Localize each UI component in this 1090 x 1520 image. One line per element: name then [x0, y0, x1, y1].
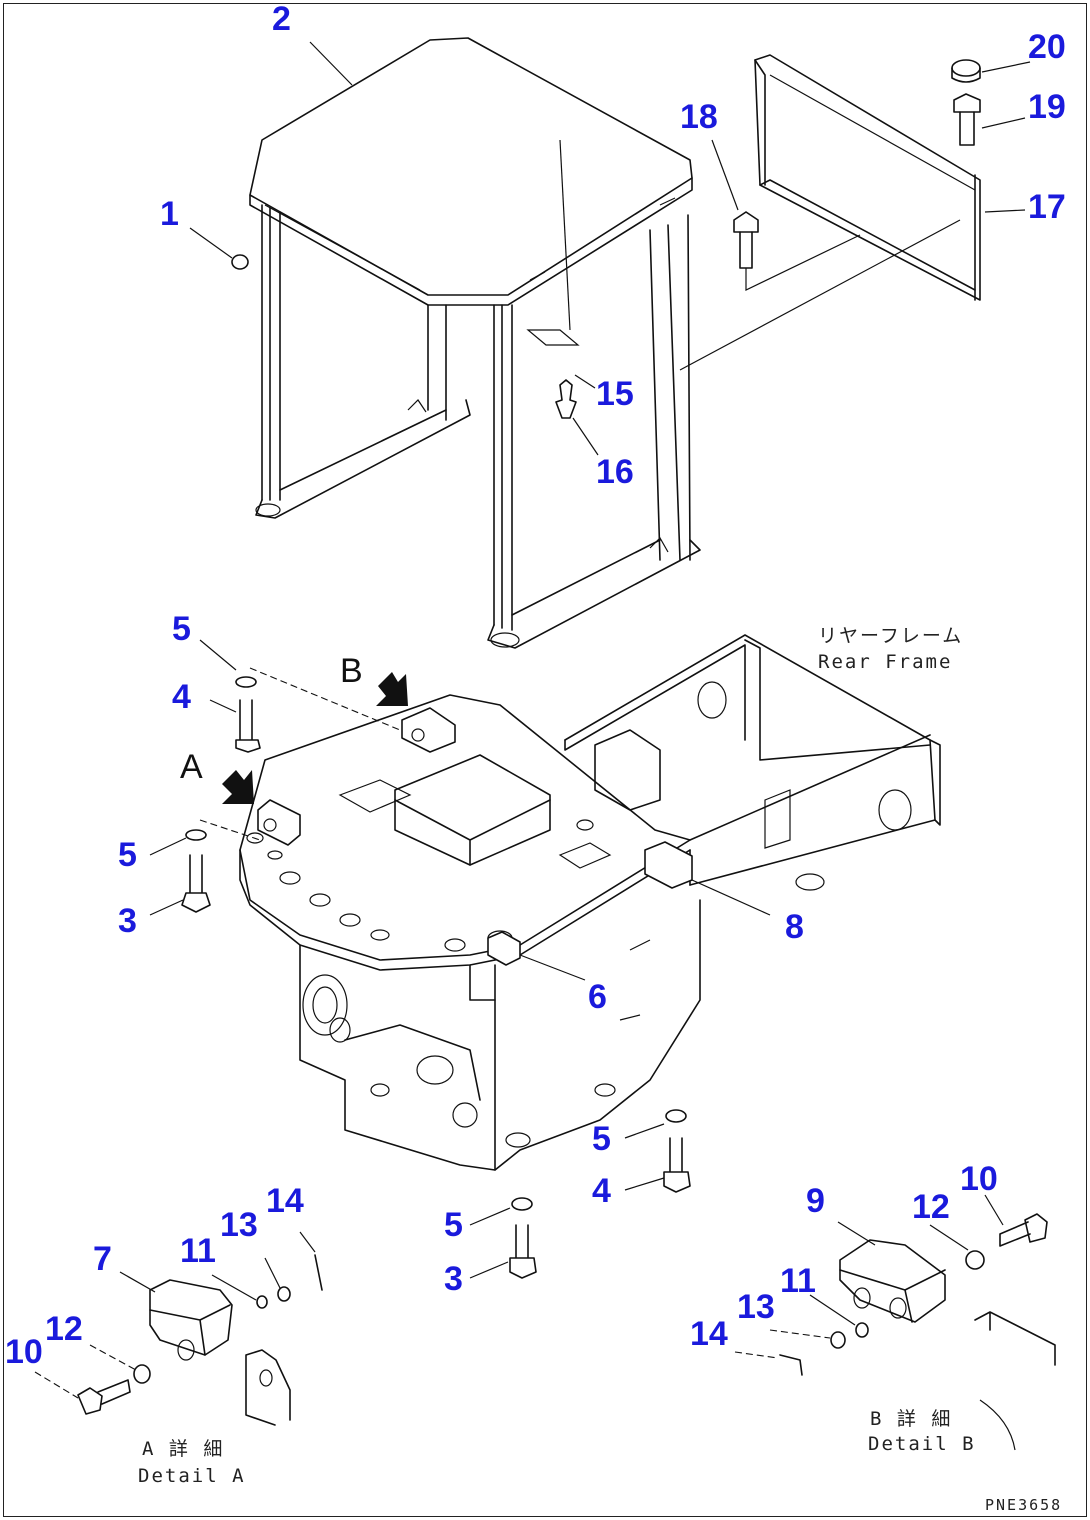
callouts: 2 1 18 20 19 17 15 16 5 4 5 3 8 6 5 4 5 … [5, 0, 1066, 1371]
callout-13b: 13 [737, 1288, 775, 1326]
callout-2: 2 [272, 0, 291, 38]
callout-3b: 3 [444, 1260, 463, 1298]
view-arrows [222, 672, 408, 804]
callout-14a: 14 [266, 1182, 304, 1220]
callout-5a: 5 [172, 610, 191, 648]
detail-b-label-jp: B 詳 細 [870, 1408, 952, 1430]
leader-lines [34, 41, 1031, 1399]
detail-a-label-jp: A 詳 細 [142, 1438, 224, 1460]
callout-11b: 11 [780, 1262, 816, 1300]
view-label-b: B [340, 652, 363, 690]
callout-17: 17 [1028, 188, 1066, 226]
rear-frame [239, 634, 941, 1171]
callout-4a: 4 [172, 678, 191, 716]
detail-a [77, 1254, 323, 1426]
callout-8: 8 [785, 908, 804, 946]
callout-20: 20 [1028, 28, 1066, 66]
callout-15: 15 [596, 375, 634, 413]
callout-9: 9 [806, 1182, 825, 1220]
small-parts-upper [231, 59, 981, 419]
callout-5d: 5 [444, 1206, 463, 1244]
callout-3a: 3 [118, 902, 137, 940]
callout-1: 1 [160, 195, 179, 233]
view-label-a: A [180, 748, 203, 786]
rear-cover-plate [754, 54, 981, 301]
callout-16: 16 [596, 453, 634, 491]
callout-4b: 4 [592, 1172, 611, 1210]
callout-19: 19 [1028, 88, 1066, 126]
view-letters: A B [180, 652, 363, 786]
detail-b-label-en: Detail B [868, 1433, 976, 1455]
callout-12b: 12 [912, 1188, 950, 1226]
text-labels: リヤーフレーム Rear Frame A 詳 細 Detail A B 詳 細 … [138, 625, 1062, 1514]
drawing-border [3, 3, 1087, 1517]
callout-14b: 14 [690, 1315, 728, 1353]
detail-a-label-en: Detail A [138, 1465, 246, 1487]
drawing-code: PNE3658 [985, 1496, 1062, 1514]
callout-18: 18 [680, 98, 718, 136]
callout-10a: 10 [5, 1333, 43, 1371]
detail-b [779, 1213, 1056, 1451]
rear-frame-label-en: Rear Frame [818, 651, 952, 673]
callout-5b: 5 [118, 836, 137, 874]
callout-12a: 12 [45, 1310, 83, 1348]
mounting-bolts [181, 667, 691, 1279]
callout-6: 6 [588, 978, 607, 1016]
callout-10b: 10 [960, 1160, 998, 1198]
callout-5c: 5 [592, 1120, 611, 1158]
callout-13a: 13 [220, 1206, 258, 1244]
rear-frame-label-jp: リヤーフレーム [818, 625, 963, 647]
callout-7: 7 [93, 1240, 112, 1278]
callout-11a: 11 [180, 1232, 216, 1270]
canopy [249, 37, 701, 649]
